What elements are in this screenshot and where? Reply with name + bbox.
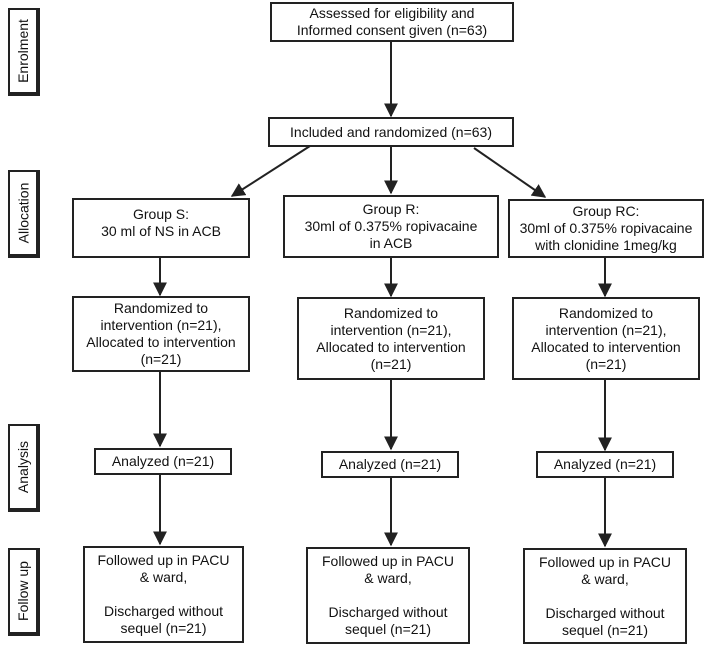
intervention-box-group-s: Randomized to intervention (n=21), Alloc… — [72, 296, 250, 372]
eligibility-box: Assessed for eligibility and Informed co… — [270, 2, 514, 42]
intervention-box-group-r: Randomized to intervention (n=21), Alloc… — [297, 297, 485, 380]
stage-label-enrolment: Enrolment — [8, 8, 40, 96]
arrow-randomized-to-group-rc — [473, 147, 547, 198]
arrow-randomized-to-group-s — [230, 145, 311, 197]
allocation-box-group-rc: Group RC: 30ml of 0.375% ropivacaine wit… — [508, 199, 704, 258]
followup-box-group-s: Followed up in PACU & ward, Discharged w… — [83, 546, 244, 643]
intervention-box-group-rc: Randomized to intervention (n=21), Alloc… — [512, 297, 700, 380]
stage-label-follow-up: Follow up — [8, 548, 40, 636]
allocation-box-group-r: Group R: 30ml of 0.375% ropivacaine in A… — [283, 195, 499, 258]
analysis-box-group-s: Analyzed (n=21) — [94, 448, 232, 475]
randomized-box: Included and randomized (n=63) — [268, 117, 514, 147]
stage-label-allocation: Allocation — [8, 170, 40, 258]
followup-box-group-r: Followed up in PACU & ward, Discharged w… — [306, 547, 470, 644]
allocation-box-group-s: Group S: 30 ml of NS in ACB — [72, 198, 250, 258]
analysis-box-group-r: Analyzed (n=21) — [321, 451, 459, 478]
followup-box-group-rc: Followed up in PACU & ward, Discharged w… — [523, 548, 687, 644]
analysis-box-group-rc: Analyzed (n=21) — [536, 451, 674, 478]
stage-label-analysis: Analysis — [8, 424, 40, 512]
